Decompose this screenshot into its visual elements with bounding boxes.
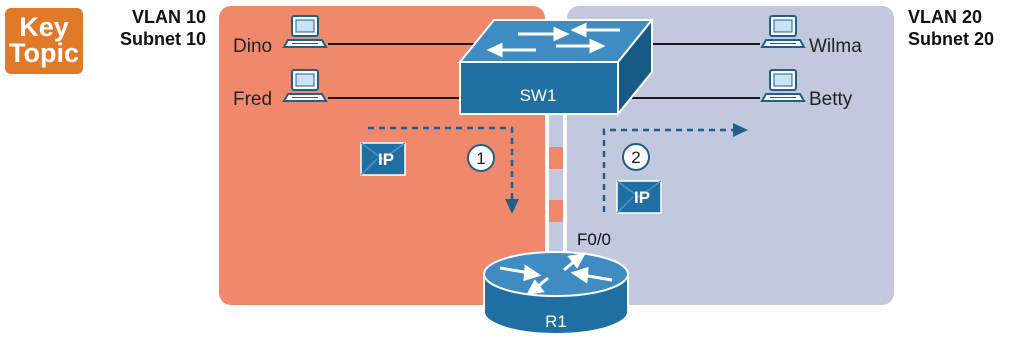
step-2-circle xyxy=(622,143,650,171)
subnet10-name: Subnet 10 xyxy=(119,29,206,49)
ip-label-2: IP xyxy=(634,188,650,207)
step-1-circle xyxy=(467,144,495,172)
switch-icon xyxy=(457,17,655,117)
subnet20-name: Subnet 20 xyxy=(908,29,995,49)
host-dino-label: Dino xyxy=(233,36,272,57)
interface-label: F0/0 xyxy=(577,230,611,249)
vlan20-name: VLAN 20 xyxy=(908,7,983,27)
trunk-stripe-1 xyxy=(549,147,563,169)
step-1-number: 1 xyxy=(476,149,485,168)
packet-path-2 xyxy=(602,123,748,212)
ip-label-1: IP xyxy=(378,150,394,169)
key-topic-line2: Topic xyxy=(9,38,79,68)
vlan20-label: VLAN 20 Subnet 20 xyxy=(908,6,1011,50)
host-betty-label: Betty xyxy=(809,89,853,110)
router-label: R1 xyxy=(545,312,567,331)
trunk-link xyxy=(549,108,563,264)
vlan10-name: VLAN 10 xyxy=(131,7,206,27)
host-wilma-label: Wilma xyxy=(809,36,862,57)
key-topic-line1: Key xyxy=(19,12,69,42)
vlan10-label: VLAN 10 Subnet 10 xyxy=(94,6,206,50)
switch-label: SW1 xyxy=(520,86,557,105)
key-topic-badge: Key Topic xyxy=(5,8,83,74)
host-fred-label: Fred xyxy=(233,89,272,110)
packet-path-1 xyxy=(368,126,519,214)
router-icon xyxy=(483,251,629,335)
step-2-number: 2 xyxy=(631,148,640,167)
trunk-stripe-2 xyxy=(549,200,563,222)
vlan20-area xyxy=(567,6,894,305)
